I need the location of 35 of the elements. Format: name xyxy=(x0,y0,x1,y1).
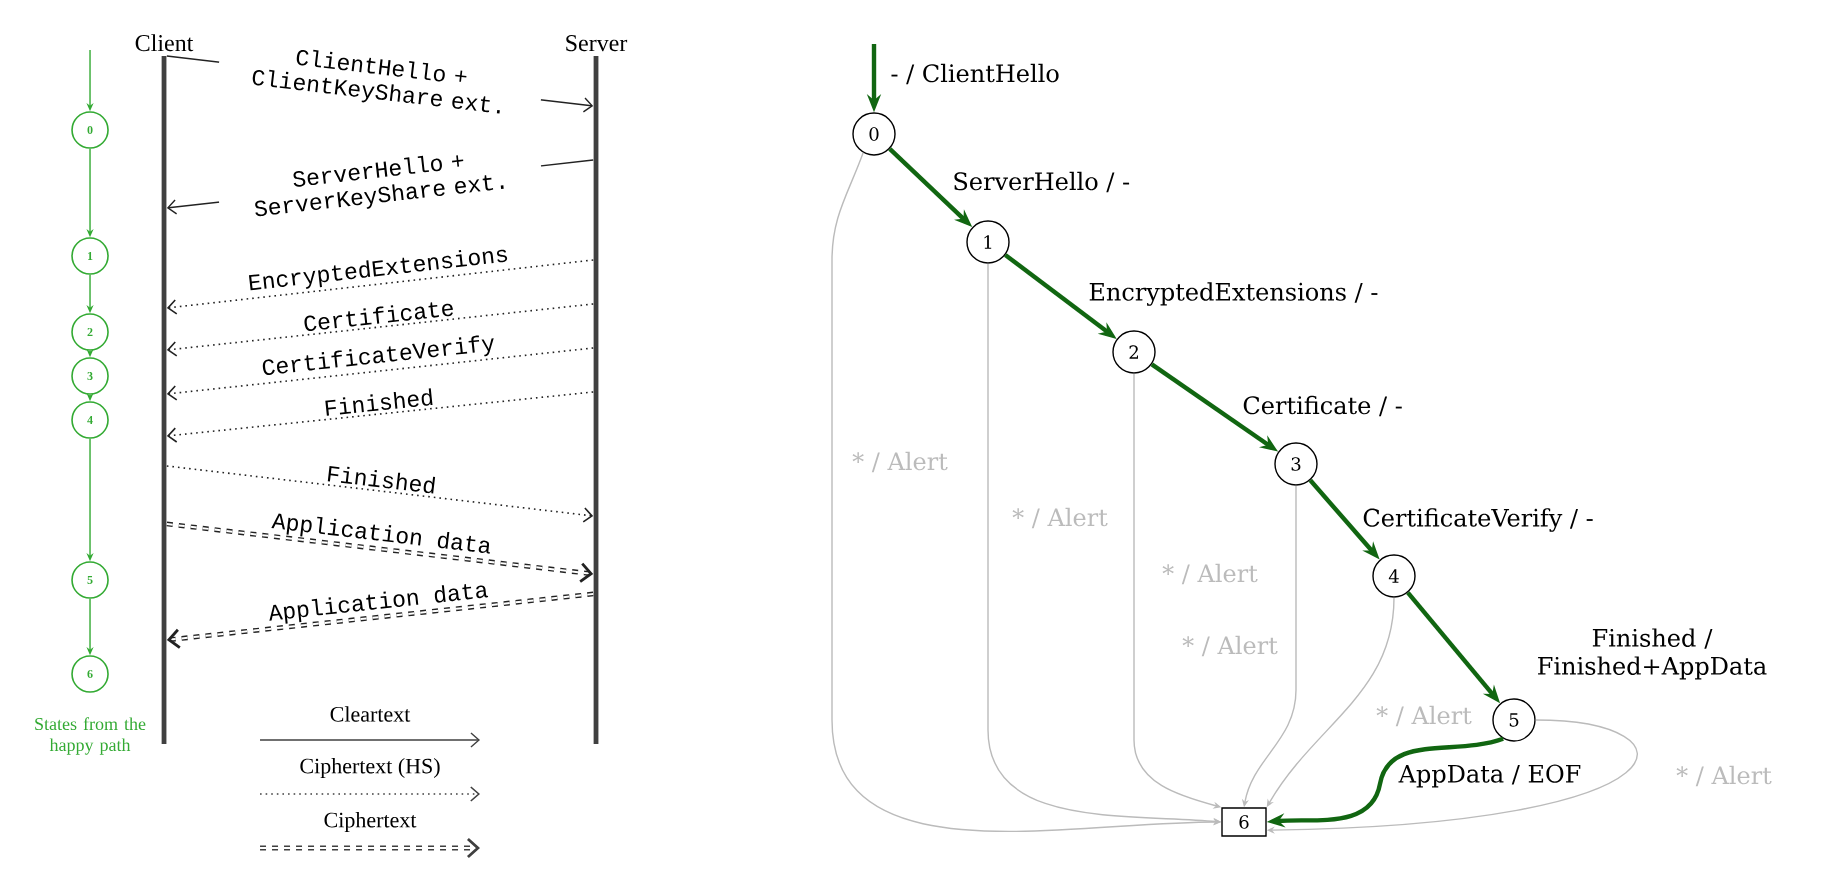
message-arrow xyxy=(165,521,594,583)
edge-label: ServerHello / - xyxy=(954,171,1130,193)
message-arrow xyxy=(166,465,594,523)
legend-label: Ciphertext xyxy=(324,812,417,832)
node-label: Client xyxy=(135,34,194,52)
edge-label: CertificateVerify / - xyxy=(1363,508,1593,532)
legend-label: Ciphertext (HS) xyxy=(300,758,440,778)
message-arrow xyxy=(166,347,594,401)
edge-label: ClientHello + ClientKeyShare ext. xyxy=(216,37,544,125)
message-arrow xyxy=(166,259,594,315)
edge-label: Certificate xyxy=(304,302,453,331)
edge-label: Certificate / - xyxy=(1243,395,1402,417)
edge-label: * / Alert xyxy=(852,451,948,473)
edge-label: EncryptedExtensions / - xyxy=(1089,282,1378,306)
edge-label: * / Alert xyxy=(1012,507,1108,529)
edge-label: * / Alert xyxy=(1162,563,1258,585)
edge-label: * / Alert xyxy=(1376,705,1472,727)
edge-label: AppData / EOF xyxy=(1398,764,1581,788)
edge-label: Application data xyxy=(269,584,489,624)
edge-label: * / Alert xyxy=(1182,635,1278,657)
legend-label: Cleartext xyxy=(330,706,411,722)
lifeline: Server xyxy=(566,35,628,744)
edge-label: ServerHello + ServerKeyShare ext. xyxy=(216,140,544,228)
edge-label: * / Alert xyxy=(1676,765,1772,787)
edge-label: Finished xyxy=(325,388,433,416)
message-arrow xyxy=(166,591,595,649)
state-box: 6 xyxy=(1221,807,1267,837)
message-arrow xyxy=(166,391,594,443)
edge-label: Finished xyxy=(327,466,436,494)
edge-label: Application data xyxy=(271,513,490,554)
message-arrow xyxy=(166,303,594,357)
node-label: Server xyxy=(566,35,628,52)
edge-label: Finished / Finished+AppData xyxy=(1538,628,1767,680)
edge-label: - / ClientHello xyxy=(891,63,1059,85)
caption: States from the happy path xyxy=(35,717,146,755)
